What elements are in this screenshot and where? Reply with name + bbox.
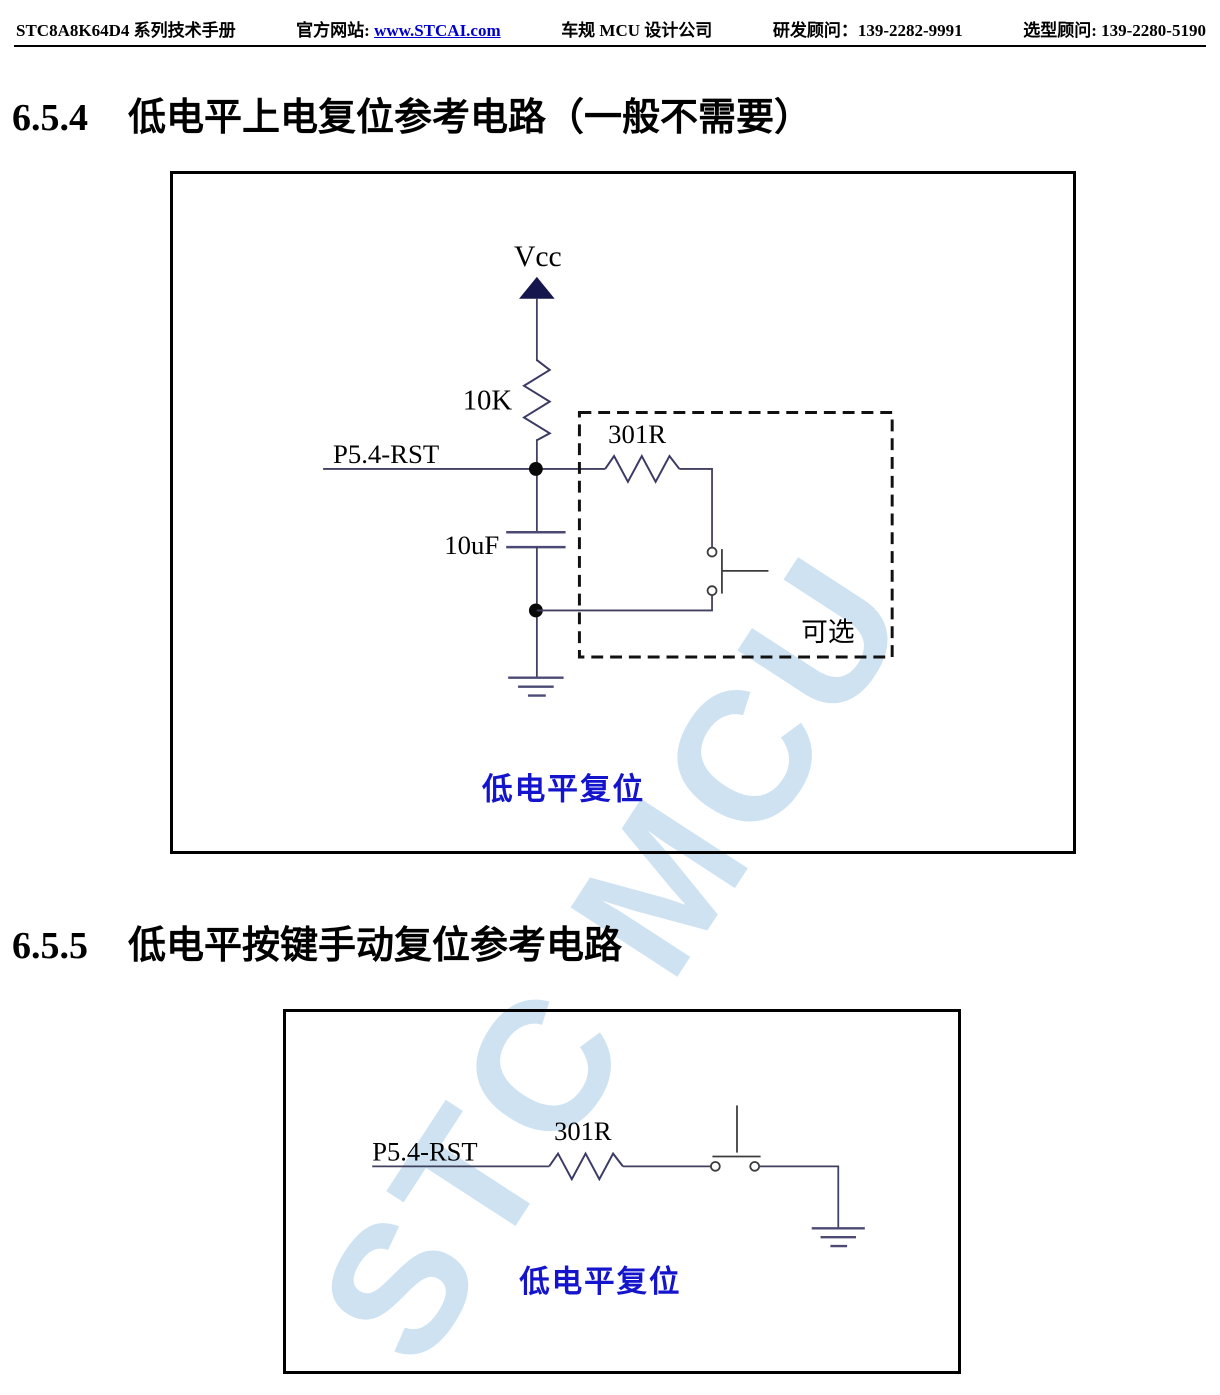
rd-contact: 研发顾问：139-2282-9991 — [772, 21, 963, 40]
company-name: 车规 MCU 设计公司 — [561, 21, 713, 40]
pin-label: P5.4-RST — [333, 439, 439, 469]
website-label: 官方网站: — [296, 21, 370, 40]
optional-label: 可选 — [801, 617, 854, 647]
button-contact — [706, 585, 718, 596]
pullup-resistor-symbol — [522, 359, 552, 442]
circuit2-caption: 低电平复位 — [518, 1264, 681, 1299]
vcc-arrow-icon — [519, 276, 555, 299]
junction-dot-top — [528, 461, 543, 476]
series-resistor-label: 301R — [554, 1116, 612, 1146]
button-feed-wire — [679, 468, 713, 548]
series-resistor-label: 301R — [608, 419, 666, 449]
series-resistor-symbol — [548, 1151, 624, 1182]
section-heading-654: 6.5.4 低电平上电复位参考电路（一般不需要） — [12, 86, 812, 141]
button-contact — [710, 1161, 721, 1172]
capacitor-label: 10uF — [444, 530, 499, 560]
button-contact — [749, 1161, 761, 1172]
pullup-resistor-label: 10K — [463, 385, 513, 417]
optional-dashed-box — [577, 411, 894, 659]
series-resistor-symbol — [604, 453, 681, 484]
vcc-label: Vcc — [514, 241, 562, 273]
section-title: 低电平上电复位参考电路（一般不需要） — [128, 97, 813, 139]
section-number: 6.5.5 — [12, 925, 88, 967]
website-link[interactable]: www.STCAI.com — [374, 21, 501, 40]
pin-label: P5.4-RST — [372, 1136, 477, 1166]
junction-dot-bottom — [528, 603, 543, 618]
selection-contact: 选型顾问: 139-2280-5190 — [1023, 21, 1206, 40]
circuit1-diagram: Vcc 10K P5.4-RST 10uF 301R — [323, 241, 894, 806]
page-header: STC8A8K64D4 系列技术手册 官方网站: www.STCAI.com 车… — [16, 16, 1206, 41]
header-divider — [14, 45, 1206, 47]
button-contact — [706, 546, 718, 558]
circuit1-caption: 低电平复位 — [481, 771, 645, 806]
button-return-wire — [536, 595, 713, 612]
circuit2-frame: P5.4-RST 301R 低电平复位 — [283, 1009, 961, 1374]
doc-title: STC8A8K64D4 系列技术手册 — [16, 21, 236, 40]
section-title: 低电平按键手动复位参考电路 — [128, 925, 623, 967]
circuit1-frame: Vcc 10K P5.4-RST 10uF 301R — [170, 171, 1076, 854]
website-group: 官方网站: www.STCAI.com — [296, 16, 500, 41]
section-heading-655: 6.5.5 低电平按键手动复位参考电路 — [12, 914, 622, 969]
section-number: 6.5.4 — [12, 97, 88, 139]
ground-return-wire — [758, 1165, 840, 1229]
circuit2-diagram: P5.4-RST 301R 低电平复位 — [372, 1105, 865, 1299]
